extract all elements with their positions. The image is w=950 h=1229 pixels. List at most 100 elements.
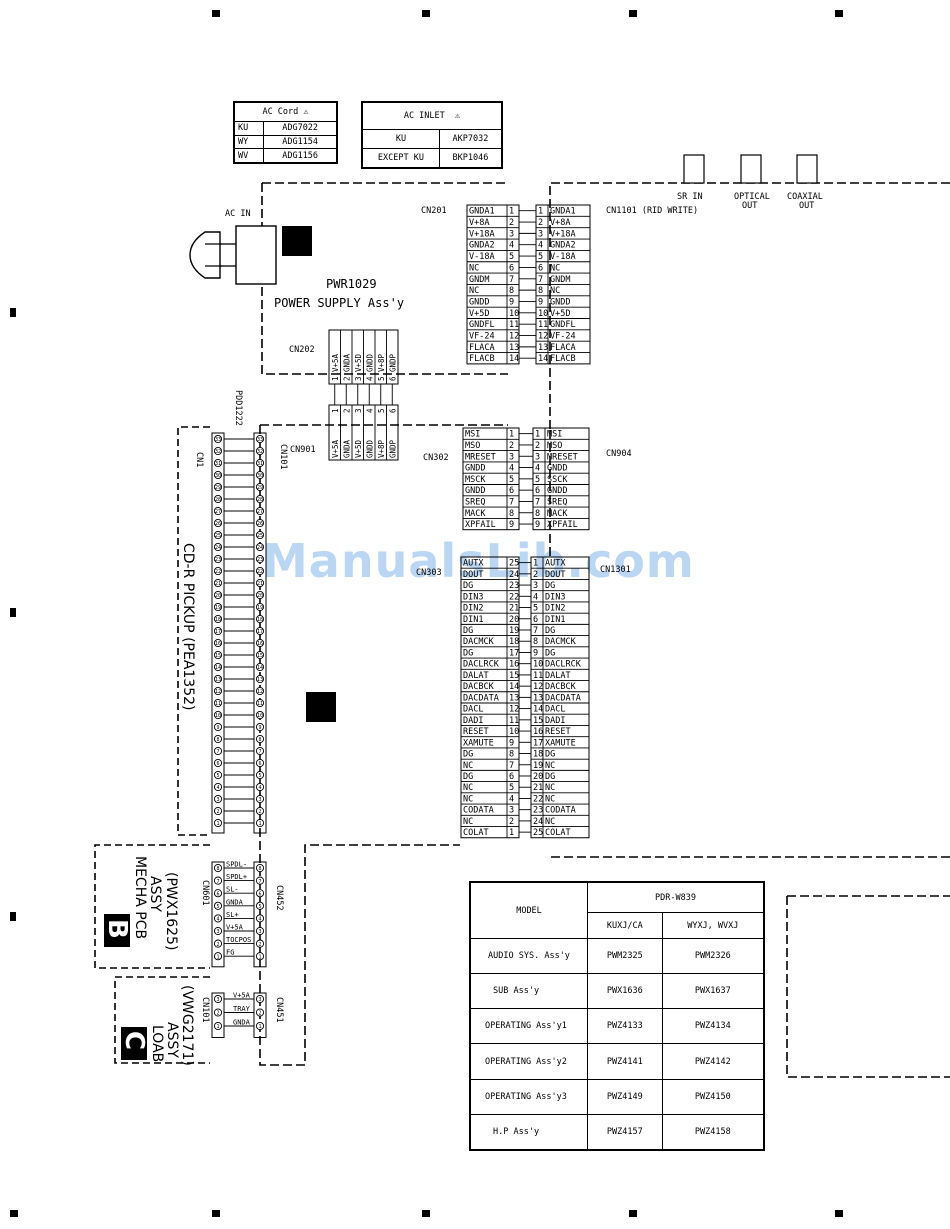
cn101-pin-icon — [255, 698, 265, 708]
cn101-pin-number: 28 — [257, 497, 263, 503]
cn201-pin-number: 7 — [538, 275, 543, 285]
cn1-pin-number: 7 — [216, 749, 219, 755]
cn101-pin-number: 15 — [257, 653, 263, 659]
cn101-pin-icon — [255, 638, 265, 648]
cn302-pin-label: MSI — [547, 430, 562, 440]
cn101-pin-number: 19 — [257, 605, 263, 611]
cn101-label: CN101 — [278, 444, 288, 470]
cn201-pin-number: 2 — [509, 218, 514, 228]
registration-mark — [629, 10, 637, 17]
cn303-pin-label: COLAT — [463, 828, 489, 838]
cn1-pin-icon — [213, 722, 223, 732]
cn1-pin-icon — [213, 530, 223, 540]
registration-mark — [835, 10, 843, 17]
assy-name: AUDIO SYS. Ass'y — [470, 937, 588, 975]
cn101-box — [253, 432, 267, 834]
pwr-board-name: POWER SUPPLY Ass'y — [274, 296, 404, 310]
cn101-pin-number: 27 — [257, 509, 263, 515]
cn201-pin-number: 6 — [509, 263, 514, 273]
cn1-pin-icon — [213, 554, 223, 564]
cn101-pin-icon — [255, 746, 265, 756]
cn303-pin-number: 20 — [509, 615, 519, 625]
cn452-box — [253, 861, 267, 968]
cn302-pin-label: SSCK — [547, 475, 568, 485]
cn452-pin-number: 6 — [258, 891, 261, 897]
cn1-pin-number: 33 — [215, 437, 221, 443]
cn201-pin-label: V-18A — [469, 252, 495, 262]
cn302-pin-number: 5 — [535, 475, 540, 485]
ac-cord-part: ADG1156 — [263, 148, 337, 163]
cn901-pin-number: 4 — [365, 408, 374, 413]
cn901-pin-number: 3 — [354, 408, 363, 413]
cn1-pin-number: 32 — [215, 449, 221, 455]
cn101-pin-icon — [255, 674, 265, 684]
cn202-pin-number: 1 — [331, 376, 340, 381]
cn452-pin-icon — [255, 889, 265, 898]
cn201-pin-label: V+8A — [550, 218, 570, 228]
cn101-pin-number: 16 — [257, 641, 263, 647]
registration-mark — [629, 1210, 637, 1217]
cn601-pin-icon — [213, 889, 223, 898]
cn101-pin-icon — [255, 434, 265, 444]
cn101-pin-icon — [255, 734, 265, 744]
optical-label: OPTICAL — [734, 192, 770, 202]
cn202-pin-label: V+8P — [377, 353, 386, 372]
cn601-pin-number: 8 — [216, 866, 219, 872]
cn303-pin-number: 16 — [533, 727, 543, 737]
cn303-pin-number: 13 — [509, 693, 519, 703]
cn201-pin-number: 10 — [538, 309, 548, 319]
cn101-pin-number: 5 — [258, 773, 261, 779]
cn601-pin-number: 1 — [216, 954, 219, 960]
coaxial-label: COAXIAL — [787, 192, 823, 202]
cn1-pin-icon — [213, 794, 223, 804]
cn452-pin-icon — [255, 926, 265, 936]
c-badge — [121, 1027, 147, 1060]
cn601-box — [211, 861, 225, 968]
cn201-pin-label: GNDA2 — [469, 241, 495, 251]
cn303-pin-label: DACL — [463, 705, 483, 715]
cn303-pin-label: NC — [463, 794, 473, 804]
cn303-pin-label: DIN2 — [545, 604, 565, 614]
cn303-pin-number: 7 — [533, 626, 538, 636]
cn1-pin-number: 20 — [215, 593, 221, 599]
cn303-pin-number: 24 — [509, 570, 519, 580]
cn303-pin-number: 10 — [509, 727, 519, 737]
b-letter: B — [102, 919, 132, 939]
cn452-pin-number: 4 — [258, 917, 261, 923]
cn303-pin-number: 23 — [533, 806, 543, 816]
cn1-pin-number: 29 — [215, 485, 221, 491]
b-part: (PWX1625) — [163, 872, 179, 950]
cn302-pin-number: 6 — [509, 486, 514, 496]
cn303-pin-label: DACDATA — [463, 693, 499, 703]
cn303-pin-number: 21 — [509, 604, 519, 614]
cn101-pin-icon — [255, 710, 265, 720]
cn1-pin-icon — [213, 782, 223, 792]
assy-part: PWZ4142 — [661, 1043, 765, 1080]
assy-name: OPERATING Ass'y2 — [470, 1043, 588, 1080]
cn101-pin-icon — [255, 470, 265, 480]
cn302-pin-label: GNDD — [547, 464, 567, 474]
cn101-pin-icon — [255, 614, 265, 624]
cn303-pin-number: 25 — [533, 828, 543, 838]
cn101-pin-icon — [255, 458, 265, 468]
cn101-pin-number: 2 — [258, 809, 261, 815]
cn303-pin-label: RESET — [463, 727, 489, 737]
cn1-pin-number: 26 — [215, 521, 221, 527]
cn201-pin-number: 11 — [509, 320, 519, 330]
cn303-pin-label: AUTX — [545, 559, 566, 569]
cn101-pin-icon — [255, 506, 265, 516]
ac-in-label: AC IN — [225, 209, 251, 219]
cn302-pin-label: MACK — [465, 509, 486, 519]
cn303-pin-number: 8 — [533, 637, 538, 647]
cn303-pin-label: DG — [463, 626, 473, 636]
cn202-pin-number: 4 — [365, 376, 374, 381]
cn101-pin-icon — [255, 686, 265, 696]
cn302-pin-label: MSO — [547, 441, 562, 451]
c-letter: C — [119, 1031, 149, 1050]
cn451-pin-number: 1 — [258, 1024, 261, 1030]
cn302-pin-label: GNDD — [547, 486, 567, 496]
cn1-pin-icon — [213, 506, 223, 516]
cn201-pin-label: NC — [469, 263, 479, 273]
assy-name: SUB Ass'y — [470, 973, 588, 1010]
cn1-pin-number: 15 — [215, 653, 221, 659]
